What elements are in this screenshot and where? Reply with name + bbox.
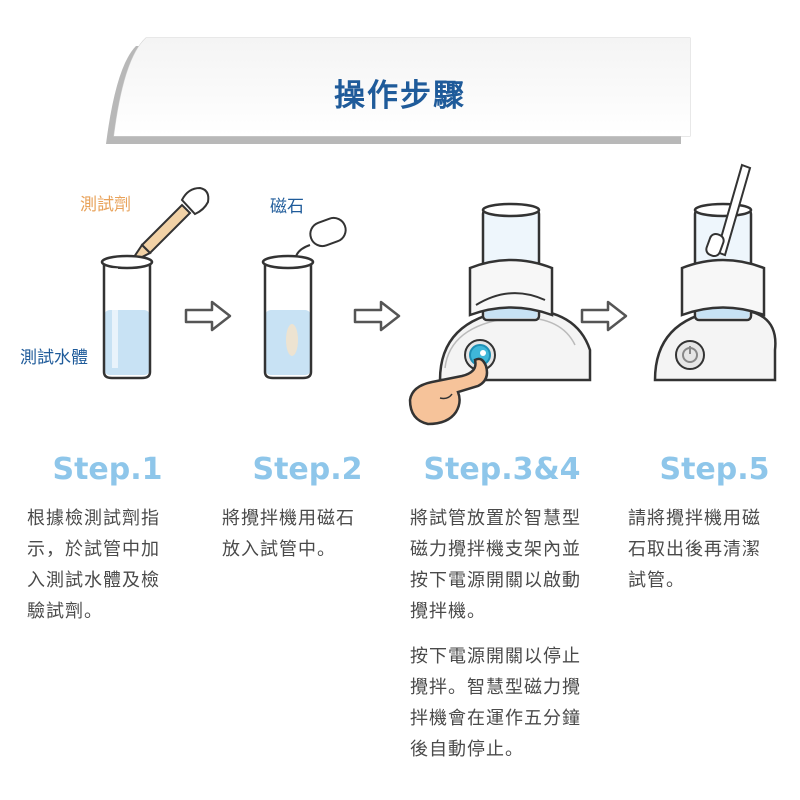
step-2-description: 將攪拌機用磁石 放入試管中。	[222, 508, 355, 560]
step-1-description: 根據檢測試劑指 示，於試管中加 入測試水體及檢 驗試劑。	[27, 508, 160, 622]
test-tube-icon	[100, 254, 154, 380]
step-3-4-heading: Step.3&4	[423, 452, 581, 487]
page-title: 操作步驟	[334, 78, 466, 114]
step-4-description: 按下電源開關以停止 攪拌。智慧型磁力攪 拌機會在運作五分鐘 後自動停止。	[410, 646, 581, 760]
water-label: 測試水體	[20, 348, 88, 368]
arrow-right-icon	[580, 300, 628, 332]
arrow-right-icon	[184, 300, 232, 332]
magnet-icon	[288, 216, 347, 268]
step-5-heading: Step.5	[659, 452, 770, 487]
tweezer-icon	[705, 163, 752, 258]
step-3-description: 將試管放置於智慧型 磁力攪拌機支架內並 按下電源開關以啟動 攪拌機。	[410, 508, 581, 622]
arrow-right-icon	[353, 300, 401, 332]
magnetic-stirrer-icon	[653, 202, 777, 382]
step-5-description: 請將攪拌機用磁 石取出後再清潔 試管。	[628, 508, 761, 591]
title-banner	[106, 37, 691, 144]
step-1-heading: Step.1	[52, 452, 163, 487]
magnetic-stirrer-icon	[438, 202, 592, 382]
finger-icon	[408, 357, 489, 426]
reagent-label: 測試劑	[80, 195, 131, 215]
step-2-heading: Step.2	[252, 452, 363, 487]
test-tube-icon	[261, 254, 315, 380]
magnet-label: 磁石	[270, 197, 304, 217]
illustration	[100, 163, 777, 426]
